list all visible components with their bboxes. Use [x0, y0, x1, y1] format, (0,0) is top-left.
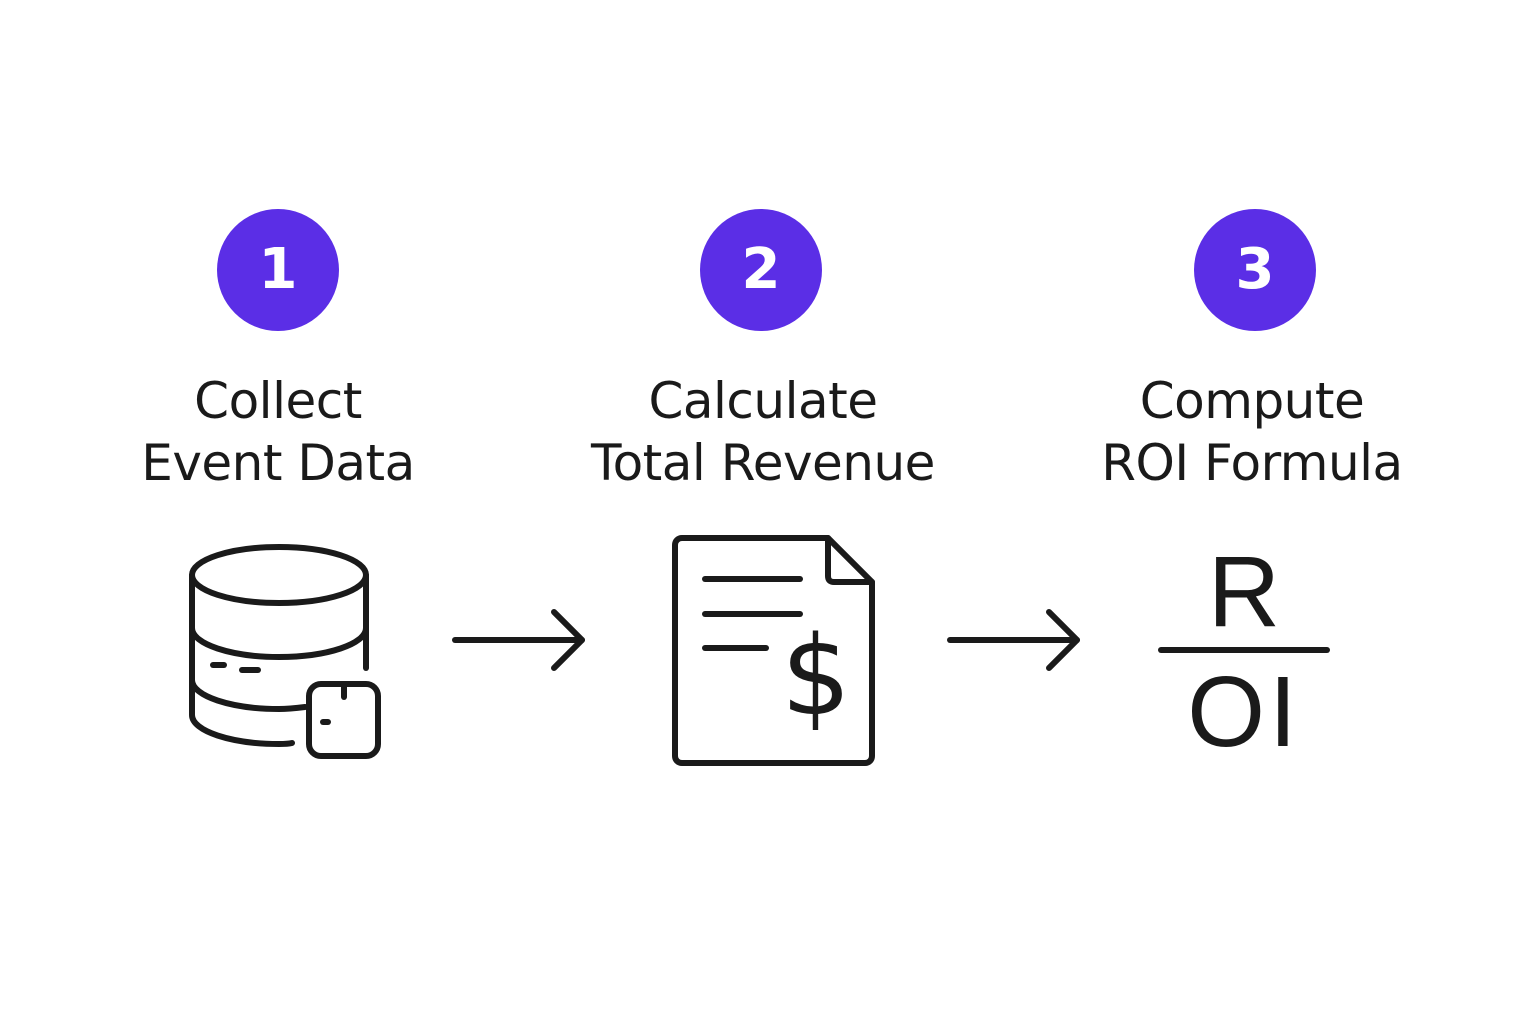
step-2-title-line1: Calculate: [648, 372, 878, 430]
fraction-denominator: OI: [1187, 656, 1301, 768]
fraction-numerator: R: [1207, 536, 1281, 648]
step-3-title-line2: ROI Formula: [1101, 434, 1403, 492]
step-3-number-badge: 3: [1194, 209, 1316, 331]
roi-fraction-icon: R OI: [1154, 530, 1334, 770]
step-1-title: Collect Event Data: [98, 370, 458, 494]
step-2: 2 Calculate Total Revenue: [583, 0, 943, 1024]
arrow-right-icon: [947, 609, 1080, 671]
step-3-title: Compute ROI Formula: [1072, 370, 1432, 494]
step-1-title-line1: Collect: [194, 372, 362, 430]
step-1-number-badge: 1: [217, 209, 339, 331]
arrow-right-icon: [452, 609, 585, 671]
step-3-title-line1: Compute: [1139, 372, 1365, 430]
step-1-title-line2: Event Data: [141, 434, 415, 492]
fraction-bar: [1158, 647, 1330, 653]
step-2-number-badge: 2: [700, 209, 822, 331]
step-1: 1 Collect Event Data: [98, 0, 458, 1024]
step-3: 3 Compute ROI Formula: [1072, 0, 1432, 1024]
database-icon: [189, 544, 381, 759]
invoice-dollar-icon: $: [672, 535, 875, 766]
dollar-sign-icon: $: [781, 612, 851, 740]
step-2-title-line2: Total Revenue: [591, 434, 935, 492]
step-2-title: Calculate Total Revenue: [583, 370, 943, 494]
